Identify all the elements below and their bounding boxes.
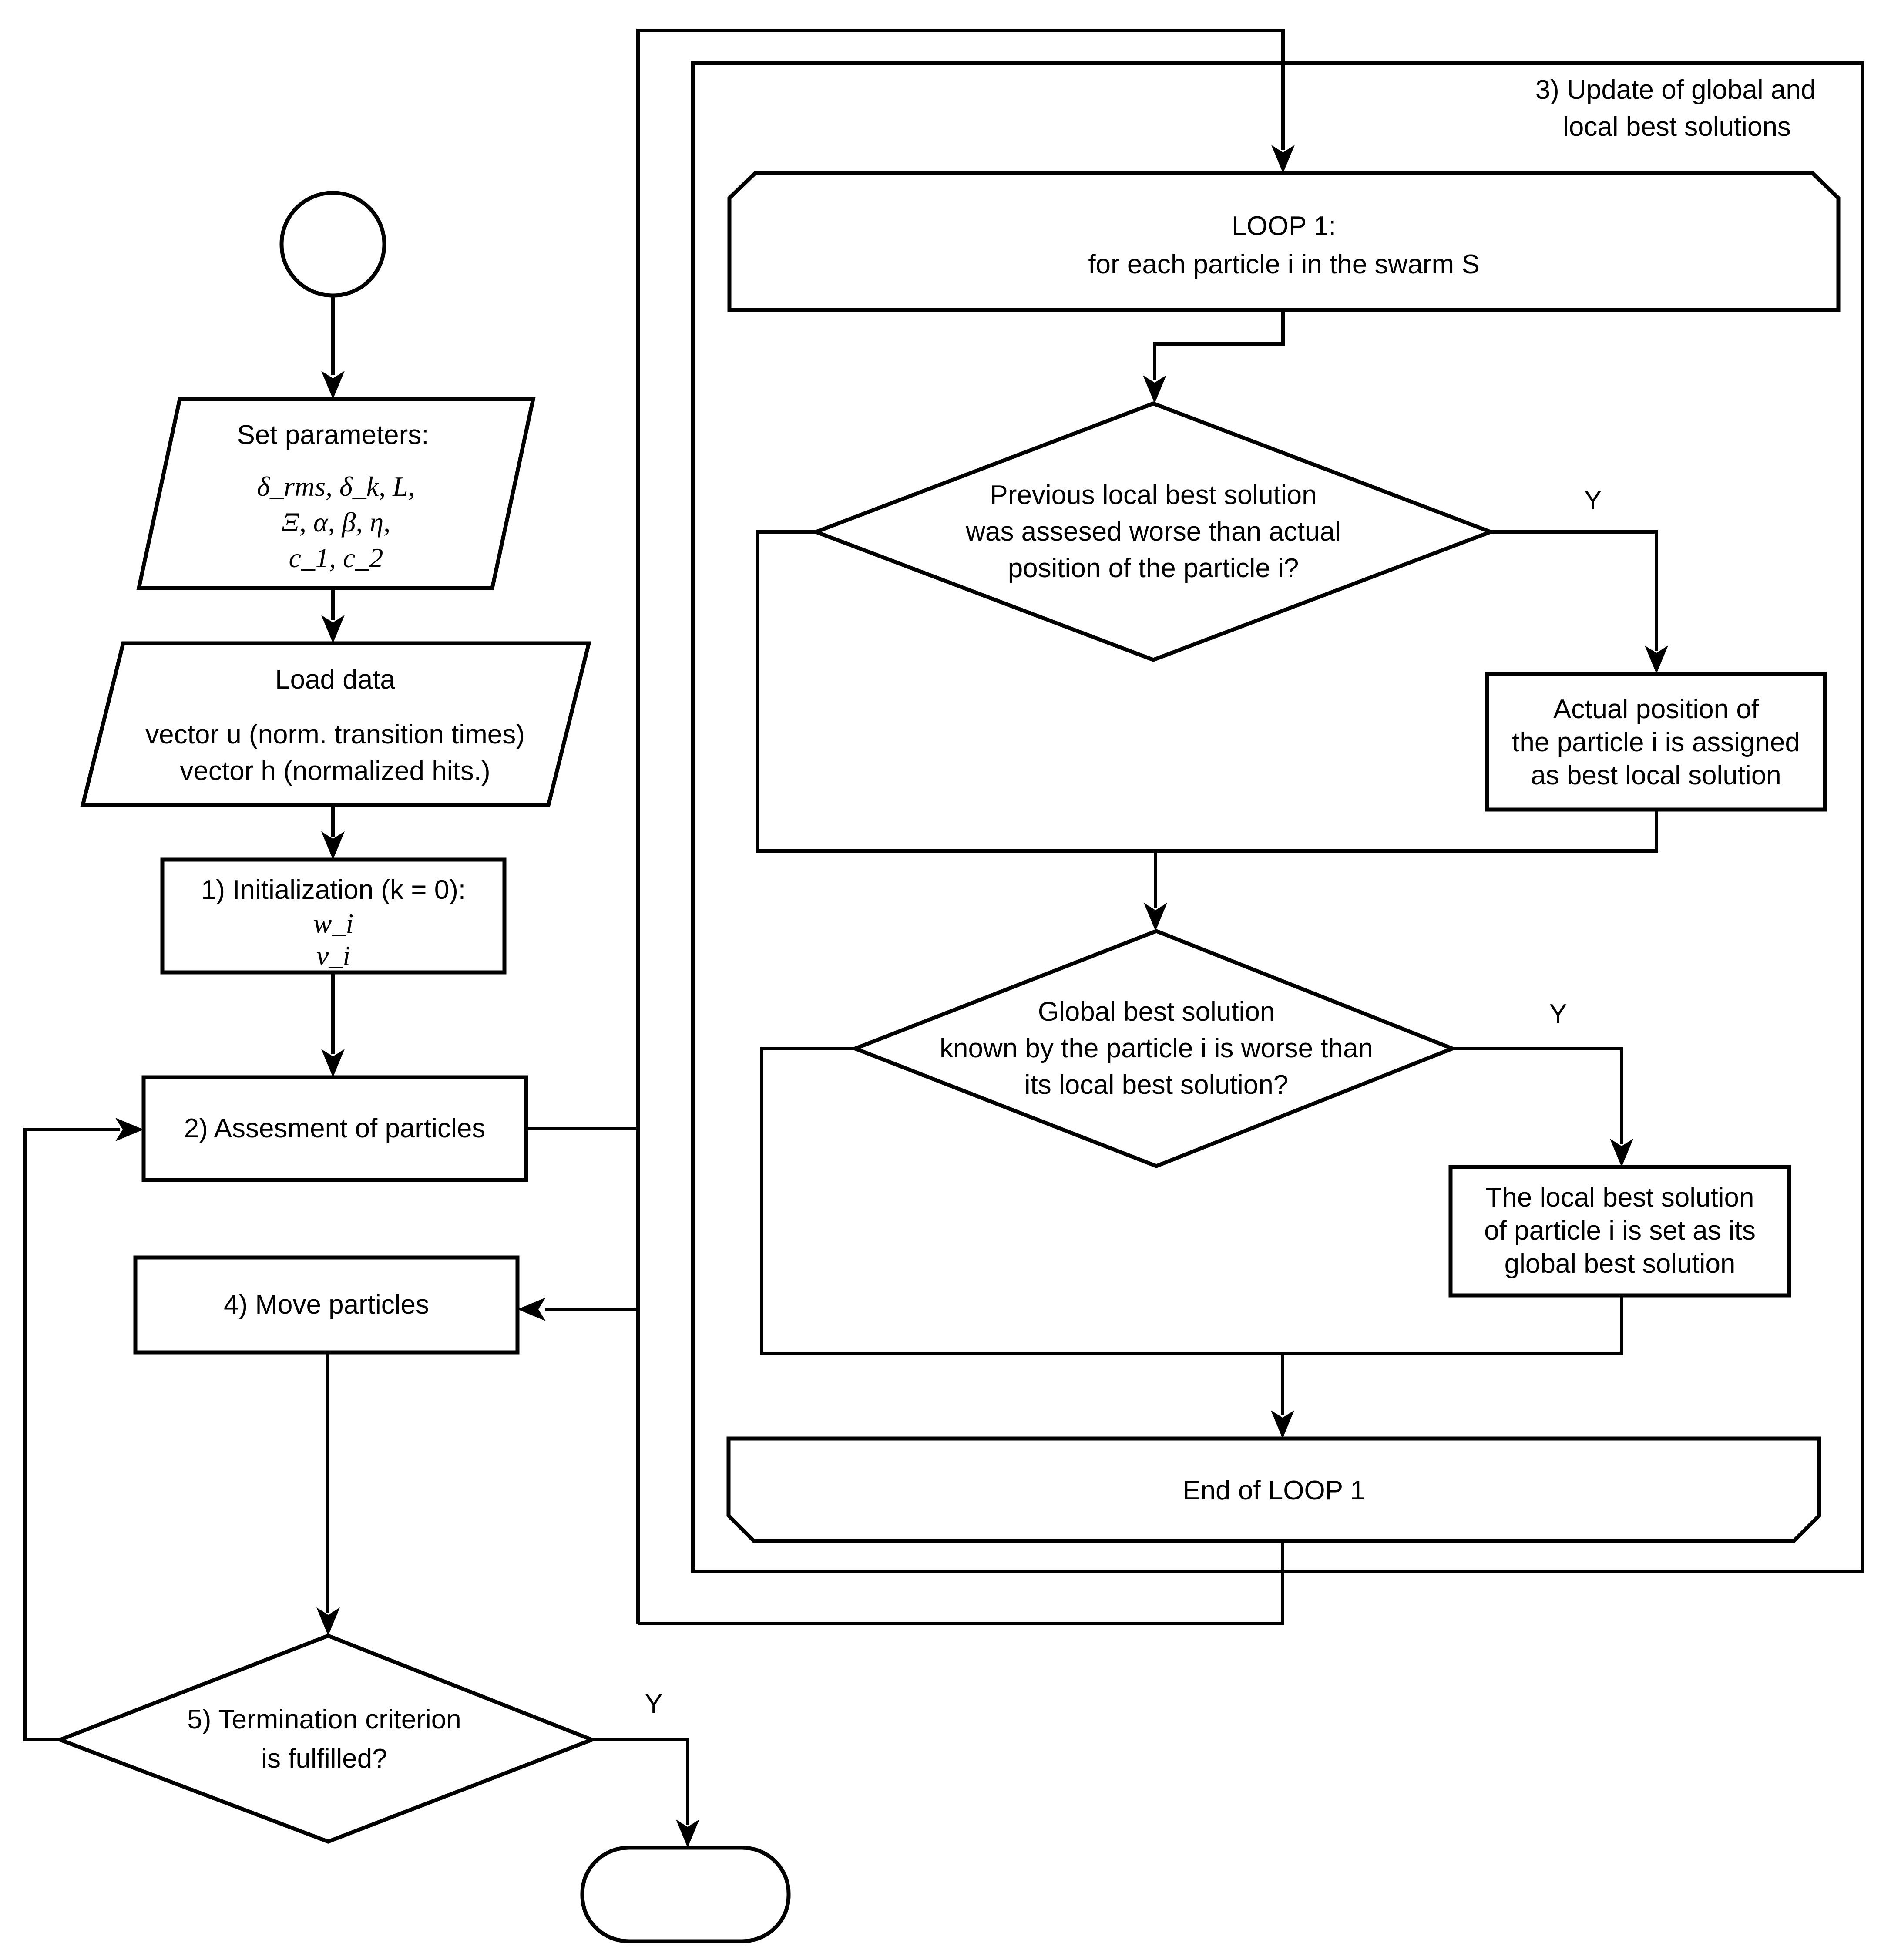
arrowhead	[1610, 1139, 1633, 1167]
decision-global-line1: Global best solution	[1038, 997, 1275, 1027]
assign-local-line2: the particle i is assigned	[1512, 727, 1800, 757]
initialization-rect	[160, 857, 507, 975]
termination-diamond	[54, 1634, 598, 1844]
assign-local-rect	[1485, 672, 1827, 812]
arrowhead	[1143, 375, 1166, 403]
assesment-label: 2) Assesment of particles	[184, 1113, 486, 1143]
arrowhead	[115, 1118, 144, 1141]
edge-termination-assesment	[23, 1128, 120, 1741]
move-particles-rect	[133, 1255, 520, 1355]
arrowhead	[1271, 145, 1295, 173]
arrowhead	[321, 1049, 345, 1077]
decision-global-line2: known by the particle i is worse than	[940, 1033, 1373, 1063]
initialization-line1: w_i	[313, 908, 354, 939]
initialization-line2: v_i	[316, 940, 351, 971]
arrowhead	[1144, 903, 1167, 931]
set-global-line2: of particle i is set as its	[1484, 1216, 1756, 1246]
set-global-line1: The local best solution	[1485, 1183, 1754, 1213]
end-loop1-hexagon	[726, 1436, 1821, 1543]
edge-merge2	[760, 1047, 1623, 1415]
set-parameters-parallelogram	[136, 397, 536, 590]
assesment-rect	[141, 1075, 528, 1182]
set-parameters-line2: Ξ, α, β, η,	[281, 507, 391, 538]
end-loop1-label: End of LOOP 1	[1182, 1476, 1365, 1506]
edge-endloop-move	[545, 1308, 1284, 1625]
assign-local-line1: Actual position of	[1553, 694, 1759, 724]
decision-local-diamond	[810, 401, 1496, 662]
edge-assesment-loop1	[526, 29, 1285, 1624]
set-parameters-title: Set parameters:	[237, 420, 429, 450]
arrowhead	[1271, 1410, 1294, 1439]
decision-local-line2: was assesed worse than actual	[966, 517, 1341, 547]
loop1-line2: for each particle i in the swarm S	[1088, 249, 1480, 279]
termination-line2: is fulfilled?	[261, 1744, 387, 1774]
arrowhead	[517, 1298, 546, 1321]
edge-termination-end	[592, 1738, 689, 1825]
arrowheads	[115, 145, 1668, 1848]
set-global-line3: global best solution	[1504, 1249, 1736, 1279]
load-data-line2: vector h (normalized hits.)	[180, 756, 490, 786]
arrowhead	[321, 831, 345, 860]
arrowhead	[676, 1819, 699, 1848]
load-data-title: Load data	[275, 665, 395, 695]
decision-global-diamond	[850, 929, 1458, 1168]
arrowhead	[1645, 645, 1668, 674]
termination-line1: 5) Termination criterion	[187, 1704, 461, 1735]
load-data-parallelogram	[80, 641, 591, 807]
arrowhead	[316, 1607, 340, 1636]
edge-loop1-decision1	[1153, 310, 1285, 380]
edge-merge1	[756, 530, 1658, 908]
set-global-rect	[1448, 1165, 1791, 1298]
update-container-label-line1: 3) Update of global and	[1535, 75, 1816, 105]
start-node	[279, 191, 386, 298]
edge-decision1-assign	[1491, 530, 1658, 651]
yes-label-termination: Y	[645, 1689, 663, 1719]
set-parameters-line3: c_1, c_2	[289, 542, 383, 573]
move-particles-label: 4) Move particles	[223, 1290, 430, 1320]
loop1-line1: LOOP 1:	[1231, 211, 1337, 241]
loop1-hexagon	[727, 171, 1841, 312]
decision-global-line3: its local best solution?	[1024, 1070, 1289, 1100]
initialization-title: 1) Initialization (k = 0):	[201, 875, 466, 905]
arrowhead	[321, 615, 345, 643]
decision-local-line3: position of the particle i?	[1008, 553, 1299, 583]
edge-decision2-setglobal	[1452, 1047, 1623, 1144]
yes-label-decision-local: Y	[1584, 485, 1602, 515]
load-data-line1: vector u (norm. transition times)	[145, 719, 525, 750]
update-container-label-line2: local best solutions	[1563, 112, 1791, 142]
end-terminator	[580, 1846, 791, 1943]
arrowhead	[321, 371, 345, 399]
decision-local-line1: Previous local best solution	[990, 480, 1317, 510]
yes-label-decision-global: Y	[1549, 999, 1567, 1029]
set-parameters-line1: δ_rms, δ_k, L,	[257, 471, 415, 502]
connectors	[23, 29, 1658, 1825]
assign-local-line3: as best local solution	[1531, 760, 1781, 790]
update-container-box	[691, 61, 1864, 1573]
